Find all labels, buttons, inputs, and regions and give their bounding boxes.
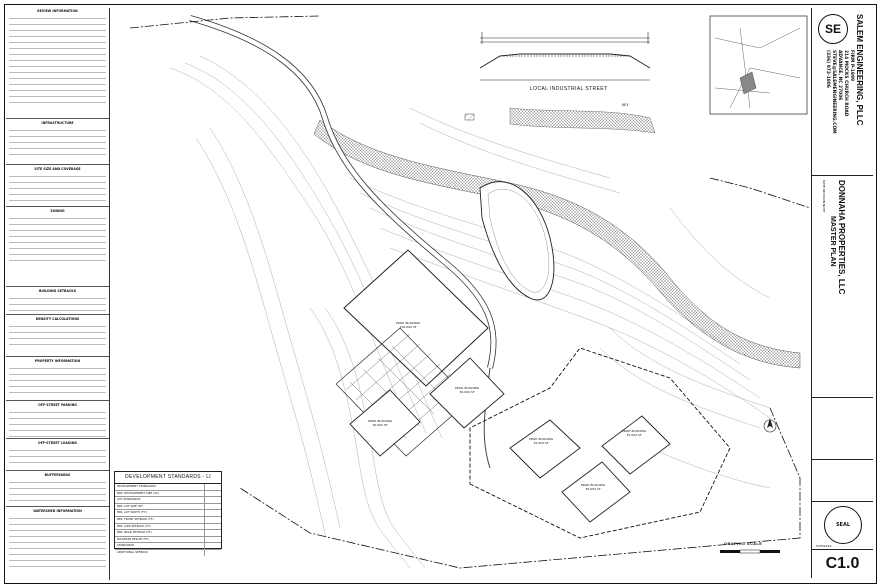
section-title: DENSITY CALCULATIONS [35,317,80,321]
table-row: MIN. DEVELOPMENT SIZE (AC) [115,490,221,498]
building-footprint-e [601,415,671,475]
table-row: MIN. REAR SETBACK (FT.) [115,530,221,537]
typical-street-section [479,32,651,81]
table-row: MAXIMUM HEIGHT (FT.) [115,536,221,544]
table-title: DEVELOPMENT STANDARDS - LI [115,472,221,484]
seal-box: SEAL 5/28/2024 [812,502,873,550]
table-row: MIN. LOT SIZE (SF) [115,503,221,511]
firm-logo: SE [818,14,848,44]
development-standards-table: DEVELOPMENT STANDARDS - LI DEVELOPMENT S… [114,471,222,556]
seal-date: 5/28/2024 [816,544,832,548]
section-title: BUFFERYARDS [44,473,71,477]
rev-header: DATE REVISION NOTE [822,180,826,213]
property-info-block: PROPERTY INFORMATION [6,358,109,401]
zoning-block: ZONING [6,208,109,287]
loading-block: OFF-STREET LOADING [6,440,109,471]
firm-line: FIRM P-1899 [849,50,854,82]
section-title: REVIEW INFORMATION [37,9,78,13]
scale-bar [720,549,780,554]
building-footprint-f [561,461,631,523]
firm-line: ADVANCE, NC 27006 [837,50,842,101]
table-row: DEVELOPMENT STANDARDS [115,484,221,491]
stormwater-pond [479,181,555,301]
setbacks-block: BUILDING SETBACKS [6,288,109,315]
table-row: MIN. LOT WIDTH (FT.) [115,510,221,517]
section-title: PROPERTY INFORMATION [34,359,81,363]
table-row: STANDARDS [115,543,221,550]
drawn-by-box [812,460,873,502]
section-title: ZONING [50,209,65,213]
site-plan-drawing [129,15,810,569]
firm-line: (336) 972-1806 [825,50,830,88]
property-line [129,15,810,569]
density-block: DENSITY CALCULATIONS [6,316,109,357]
building-footprint-b [429,357,505,429]
watershed-block: WATERSHED INFORMATION [6,508,109,578]
title-block: SE SALEM ENGINEERING, PLLC FIRM P-1899 2… [811,8,873,578]
stream-buffer-upper [509,107,656,134]
key-label: KEY [622,103,629,107]
engineer-box: SE SALEM ENGINEERING, PLLC FIRM P-1899 2… [812,8,873,176]
contour-lines [169,55,771,569]
firm-line: STEVE@SALEMENGINEERING.COM [831,50,836,134]
sheet-number: C1.0 [825,555,860,572]
owner-name: DONNAHA PROPERTIES, LLC [837,180,846,295]
review-info-block: REVIEW INFORMATION [6,8,109,119]
building-footprint-main [343,249,489,387]
table-row: MIN. SIDE SETBACK (FT.) [115,523,221,531]
gutter-detail [464,113,475,121]
section-title: SITE SIZE AND COVERAGE [34,167,81,171]
lot-boundary [469,347,731,539]
parking-block: OFF-STREET PARKING [6,402,109,439]
building-footprint-c [349,389,421,457]
site-size-block: SITE SIZE AND COVERAGE [6,166,109,207]
firm-line: 214 MOCKS CHURCH ROAD [843,50,848,117]
north-arrow [763,418,777,433]
left-info-column: REVIEW INFORMATION INFRASTRUCTURE SITE S… [6,8,110,580]
section-title: OFF-STREET PARKING [38,403,77,407]
graphic-scale-title: GRAPHIC SCALE [724,541,763,546]
drawing-sheet [4,4,877,584]
vicinity-map [709,15,808,115]
firm-name: SALEM ENGINEERING, PLLC [855,14,864,126]
revision-box [812,398,873,460]
building-footprint-d [509,419,581,479]
street-section-title: LOCAL INDUSTRIAL STREET [530,86,608,92]
section-title: WATERSHED INFORMATION [33,509,82,513]
sheet-title: MASTER PLAN [829,216,836,267]
section-title: INFRASTRUCTURE [41,121,74,125]
table-row: ADDITIONAL SETBACK [115,549,221,556]
engineer-seal: SEAL [824,506,862,544]
infrastructure-block: INFRASTRUCTURE [6,120,109,165]
table-row: MIN. FRONT SETBACK (FT.) [115,516,221,524]
section-title: OFF-STREET LOADING [38,441,77,445]
section-title: BUILDING SETBACKS [38,289,77,293]
vicinity-site-marker [739,71,757,95]
table-row: LOT STANDARDS [115,497,221,504]
bufferyard-block: BUFFERYARDS [6,472,109,507]
project-box: DONNAHA PROPERTIES, LLC MASTER PLAN DATE… [812,176,873,398]
